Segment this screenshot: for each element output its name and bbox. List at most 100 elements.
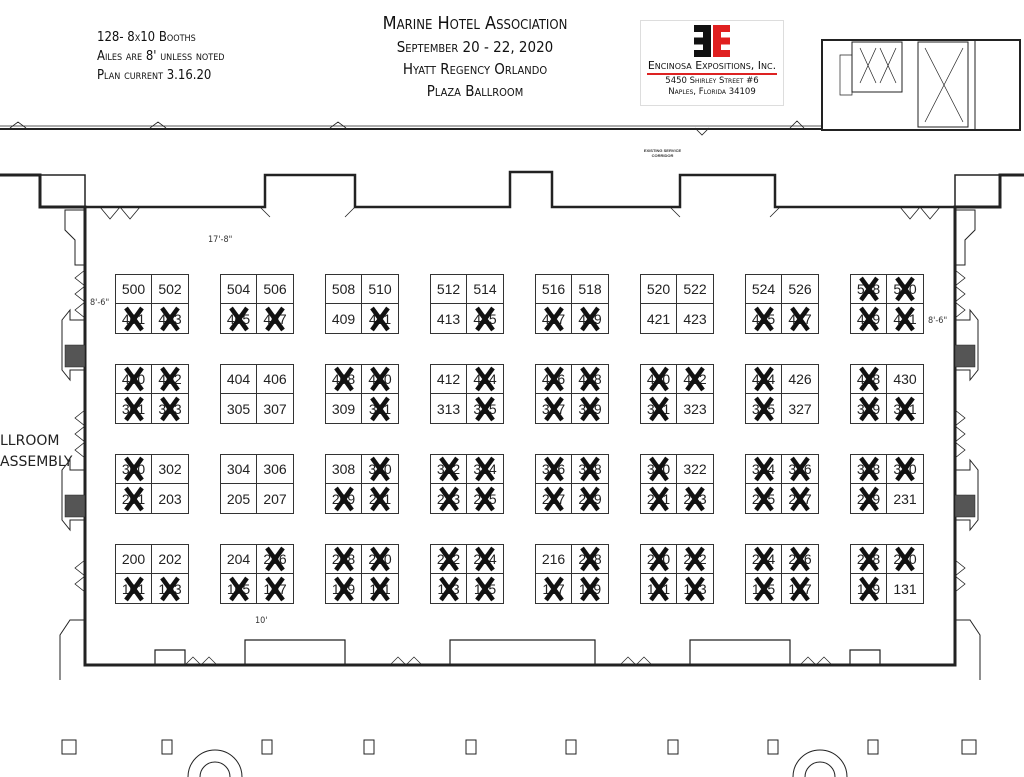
booth-413[interactable]: 413 [431,304,467,333]
booth-407[interactable]: 407 [257,304,293,333]
booth-419[interactable]: 419 [572,304,608,333]
booth-119[interactable]: 119 [572,574,608,603]
booth-208[interactable]: 208 [326,545,362,574]
booth-420[interactable]: 420 [641,365,677,394]
booth-412[interactable]: 412 [431,365,467,394]
booth-408[interactable]: 408 [326,365,362,394]
booth-229[interactable]: 229 [851,484,887,513]
booth-107[interactable]: 107 [257,574,293,603]
booth-522[interactable]: 522 [677,275,713,304]
booth-429[interactable]: 429 [851,304,887,333]
booth-221[interactable]: 221 [641,484,677,513]
booth-216[interactable]: 216 [536,545,572,574]
booth-514[interactable]: 514 [467,275,503,304]
booth-414[interactable]: 414 [467,365,503,394]
booth-123[interactable]: 123 [677,574,713,603]
booth-329[interactable]: 329 [851,394,887,423]
booth-211[interactable]: 211 [362,484,398,513]
booth-319[interactable]: 319 [572,394,608,423]
booth-314[interactable]: 314 [467,455,503,484]
booth-101[interactable]: 101 [116,574,152,603]
booth-303[interactable]: 303 [152,394,188,423]
booth-210[interactable]: 210 [362,545,398,574]
booth-231[interactable]: 231 [887,484,923,513]
booth-322[interactable]: 322 [677,455,713,484]
booth-308[interactable]: 308 [326,455,362,484]
booth-209[interactable]: 209 [326,484,362,513]
booth-307[interactable]: 307 [257,394,293,423]
booth-125[interactable]: 125 [746,574,782,603]
booth-215[interactable]: 215 [467,484,503,513]
booth-105[interactable]: 105 [221,574,257,603]
booth-204[interactable]: 204 [221,545,257,574]
booth-225[interactable]: 225 [746,484,782,513]
booth-111[interactable]: 111 [362,574,398,603]
booth-306[interactable]: 306 [257,455,293,484]
booth-129[interactable]: 129 [851,574,887,603]
booth-115[interactable]: 115 [467,574,503,603]
booth-321[interactable]: 321 [641,394,677,423]
booth-214[interactable]: 214 [467,545,503,574]
booth-403[interactable]: 403 [152,304,188,333]
booth-406[interactable]: 406 [257,365,293,394]
booth-200[interactable]: 200 [116,545,152,574]
booth-422[interactable]: 422 [677,365,713,394]
booth-324[interactable]: 324 [746,455,782,484]
booth-201[interactable]: 201 [116,484,152,513]
booth-424[interactable]: 424 [746,365,782,394]
booth-428[interactable]: 428 [851,365,887,394]
booth-127[interactable]: 127 [782,574,818,603]
booth-530[interactable]: 530 [887,275,923,304]
booth-423[interactable]: 423 [677,304,713,333]
booth-203[interactable]: 203 [152,484,188,513]
booth-222[interactable]: 222 [677,545,713,574]
booth-313[interactable]: 313 [431,394,467,423]
booth-400[interactable]: 400 [116,365,152,394]
booth-312[interactable]: 312 [431,455,467,484]
booth-220[interactable]: 220 [641,545,677,574]
booth-327[interactable]: 327 [782,394,818,423]
booth-512[interactable]: 512 [431,275,467,304]
booth-301[interactable]: 301 [116,394,152,423]
booth-328[interactable]: 328 [851,455,887,484]
booth-425[interactable]: 425 [746,304,782,333]
booth-518[interactable]: 518 [572,275,608,304]
booth-409[interactable]: 409 [326,304,362,333]
booth-405[interactable]: 405 [221,304,257,333]
booth-131[interactable]: 131 [887,574,923,603]
booth-520[interactable]: 520 [641,275,677,304]
booth-528[interactable]: 528 [851,275,887,304]
booth-202[interactable]: 202 [152,545,188,574]
booth-401[interactable]: 401 [116,304,152,333]
booth-418[interactable]: 418 [572,365,608,394]
booth-318[interactable]: 318 [572,455,608,484]
booth-315[interactable]: 315 [467,394,503,423]
booth-219[interactable]: 219 [572,484,608,513]
booth-430[interactable]: 430 [887,365,923,394]
booth-109[interactable]: 109 [326,574,362,603]
booth-502[interactable]: 502 [152,275,188,304]
booth-302[interactable]: 302 [152,455,188,484]
booth-410[interactable]: 410 [362,365,398,394]
booth-323[interactable]: 323 [677,394,713,423]
booth-217[interactable]: 217 [536,484,572,513]
booth-218[interactable]: 218 [572,545,608,574]
booth-508[interactable]: 508 [326,275,362,304]
booth-416[interactable]: 416 [536,365,572,394]
booth-117[interactable]: 117 [536,574,572,603]
booth-524[interactable]: 524 [746,275,782,304]
booth-326[interactable]: 326 [782,455,818,484]
booth-103[interactable]: 103 [152,574,188,603]
booth-404[interactable]: 404 [221,365,257,394]
booth-316[interactable]: 316 [536,455,572,484]
booth-206[interactable]: 206 [257,545,293,574]
booth-121[interactable]: 121 [641,574,677,603]
booth-421[interactable]: 421 [641,304,677,333]
booth-331[interactable]: 331 [887,394,923,423]
booth-426[interactable]: 426 [782,365,818,394]
booth-226[interactable]: 226 [782,545,818,574]
booth-223[interactable]: 223 [677,484,713,513]
booth-224[interactable]: 224 [746,545,782,574]
booth-317[interactable]: 317 [536,394,572,423]
booth-213[interactable]: 213 [431,484,467,513]
